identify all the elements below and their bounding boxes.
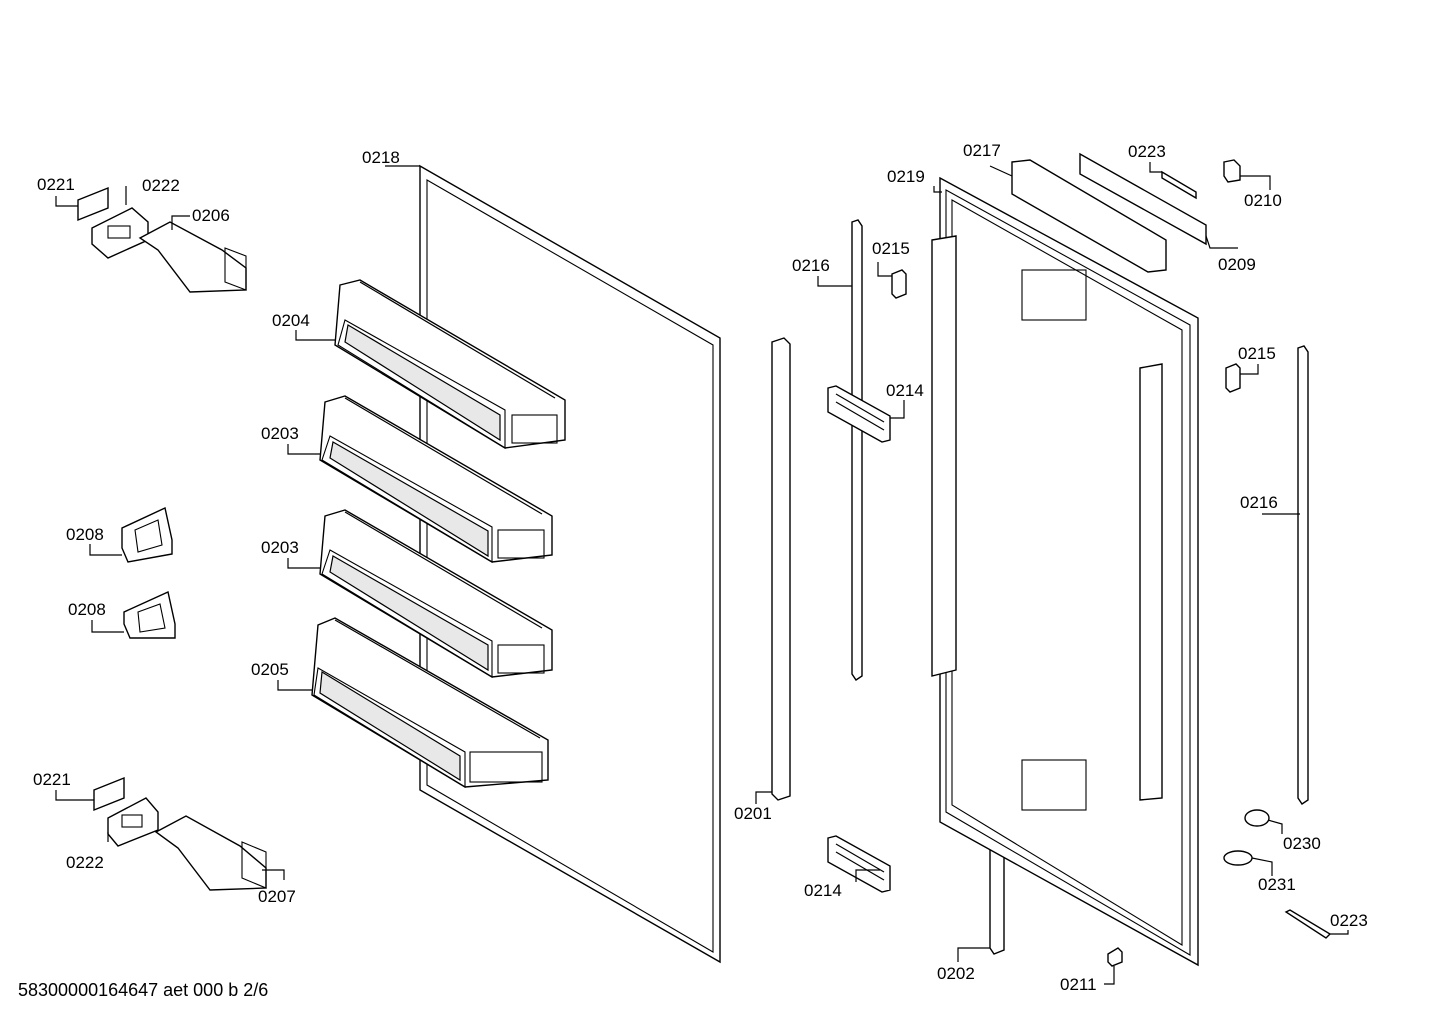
callout-0223-bottom: 0223 [1330, 911, 1368, 930]
leader-lines [55, 162, 1349, 985]
callout-0218: 0218 [362, 148, 400, 167]
hinge-0206[interactable] [138, 221, 247, 293]
callout-0209: 0209 [1218, 255, 1256, 274]
door-bin-0205[interactable] [311, 617, 549, 788]
top-cover-0217[interactable] [1011, 159, 1167, 273]
callout-0207: 0207 [258, 887, 296, 906]
callout-0203-upper: 0203 [261, 424, 299, 443]
callout-0214-upper: 0214 [886, 381, 924, 400]
hinge-plate-0221-top[interactable] [77, 186, 109, 222]
callout-0215-right: 0215 [1238, 344, 1276, 363]
part-0230[interactable] [1244, 809, 1270, 827]
clip-0215-left[interactable] [891, 269, 907, 299]
callout-0222-top: 0222 [142, 176, 180, 195]
top-board-0209[interactable] [1079, 152, 1207, 246]
door-gasket-0218[interactable] [419, 164, 721, 964]
callout-0211: 0211 [1060, 975, 1097, 994]
bracket-0223-bottom[interactable] [1284, 909, 1332, 939]
callout-0202: 0202 [937, 964, 975, 983]
clip-0215-right[interactable] [1225, 363, 1241, 393]
strip-0201[interactable] [771, 337, 791, 801]
door-liner-0219[interactable] [931, 176, 1199, 967]
vent-0214-lower[interactable] [827, 835, 891, 893]
part-0210[interactable] [1223, 159, 1241, 183]
part-0231[interactable] [1223, 850, 1253, 866]
callout-0222-bottom: 0222 [66, 853, 104, 872]
cover-0208-lower[interactable] [123, 591, 176, 639]
callout-0206: 0206 [192, 206, 230, 225]
callout-0221-bottom: 0221 [33, 770, 71, 789]
callout-0205: 0205 [251, 660, 289, 679]
hinge-bracket-0222-top[interactable] [91, 207, 149, 259]
callout-0231: 0231 [1258, 875, 1296, 894]
callout-0203-lower: 0203 [261, 538, 299, 557]
callout-0219: 0219 [887, 167, 925, 186]
callout-0210: 0210 [1244, 191, 1282, 210]
hinge-0207[interactable] [154, 815, 267, 891]
strip-0216-right[interactable] [1297, 345, 1309, 805]
callout-0223-top: 0223 [1128, 142, 1166, 161]
door-bin-0203-upper[interactable] [319, 395, 553, 563]
bracket-0223-top[interactable] [1161, 170, 1197, 200]
document-code: 58300000164647 aet 000 b 2/6 [18, 980, 269, 1000]
callout-0214-lower: 0214 [804, 881, 842, 900]
vent-0214-upper[interactable] [827, 385, 891, 443]
cover-0208-upper[interactable] [121, 506, 173, 563]
callout-0215-left: 0215 [872, 239, 910, 258]
part-0211[interactable] [1107, 947, 1123, 967]
callout-0230: 0230 [1283, 834, 1321, 853]
callout-0201: 0201 [734, 804, 772, 823]
door-bin-0204[interactable] [334, 279, 566, 449]
strip-0216-left[interactable] [851, 219, 863, 681]
callout-0216-right: 0216 [1240, 493, 1278, 512]
hinge-bracket-0222-bottom[interactable] [107, 797, 159, 847]
callout-0217: 0217 [963, 141, 1001, 160]
hinge-plate-0221-bottom[interactable] [93, 776, 125, 812]
callout-0221-top: 0221 [37, 175, 75, 194]
callout-0208-lower: 0208 [68, 600, 106, 619]
callout-0216-left: 0216 [792, 256, 830, 275]
callout-0204: 0204 [272, 311, 310, 330]
door-bin-0203-lower[interactable] [319, 509, 553, 678]
callout-0208-upper: 0208 [66, 525, 104, 544]
